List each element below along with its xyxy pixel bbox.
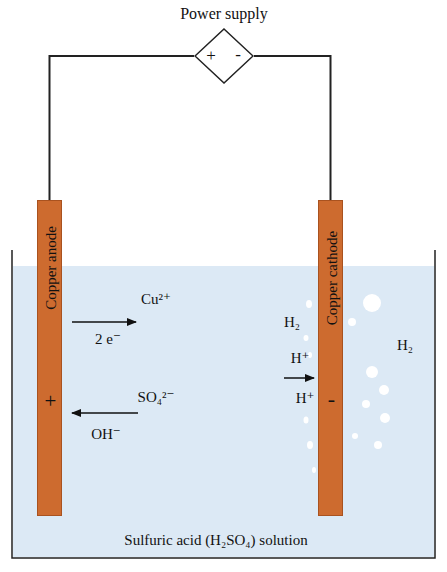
beaker-outline bbox=[12, 250, 435, 558]
ion-label: Cu²⁺ bbox=[141, 291, 171, 308]
negative-terminal: - bbox=[235, 46, 241, 65]
diamond-outline bbox=[194, 28, 254, 84]
power-supply-title: Power supply bbox=[180, 5, 268, 23]
solution-label: Sulfuric acid (H₂SO₄) solution bbox=[124, 532, 307, 549]
polarity-sign: - bbox=[328, 387, 335, 411]
polarity-sign: + bbox=[45, 390, 57, 413]
solution-fill bbox=[13, 266, 434, 557]
wire bbox=[254, 56, 331, 200]
ion-label: H⁺ bbox=[296, 390, 315, 407]
ion-arrow bbox=[72, 412, 138, 414]
ion-arrow bbox=[72, 321, 136, 323]
copper-anode: Copper anode + bbox=[37, 200, 62, 516]
wire bbox=[50, 56, 195, 200]
ion-arrow bbox=[284, 377, 314, 379]
gas-label: H₂ bbox=[397, 337, 413, 354]
ion-label: SO₄²⁻ bbox=[138, 389, 175, 406]
gas-label: H₂ bbox=[284, 314, 300, 331]
electrode-label: Copper cathode bbox=[323, 231, 340, 326]
solution-label-box: Sulfuric acid (H₂SO₄) solution bbox=[100, 528, 332, 552]
electron-label: 2 e⁻ bbox=[95, 331, 121, 348]
copper-cathode: Copper cathode - bbox=[318, 200, 343, 516]
power-supply: Power supply+- bbox=[194, 28, 254, 84]
ion-label: H⁺ bbox=[291, 350, 310, 367]
positive-terminal: + bbox=[206, 47, 216, 66]
electrode-label: Copper anode bbox=[42, 226, 59, 310]
gas-bubbles bbox=[304, 294, 391, 473]
ion-label: OH⁻ bbox=[91, 426, 121, 443]
